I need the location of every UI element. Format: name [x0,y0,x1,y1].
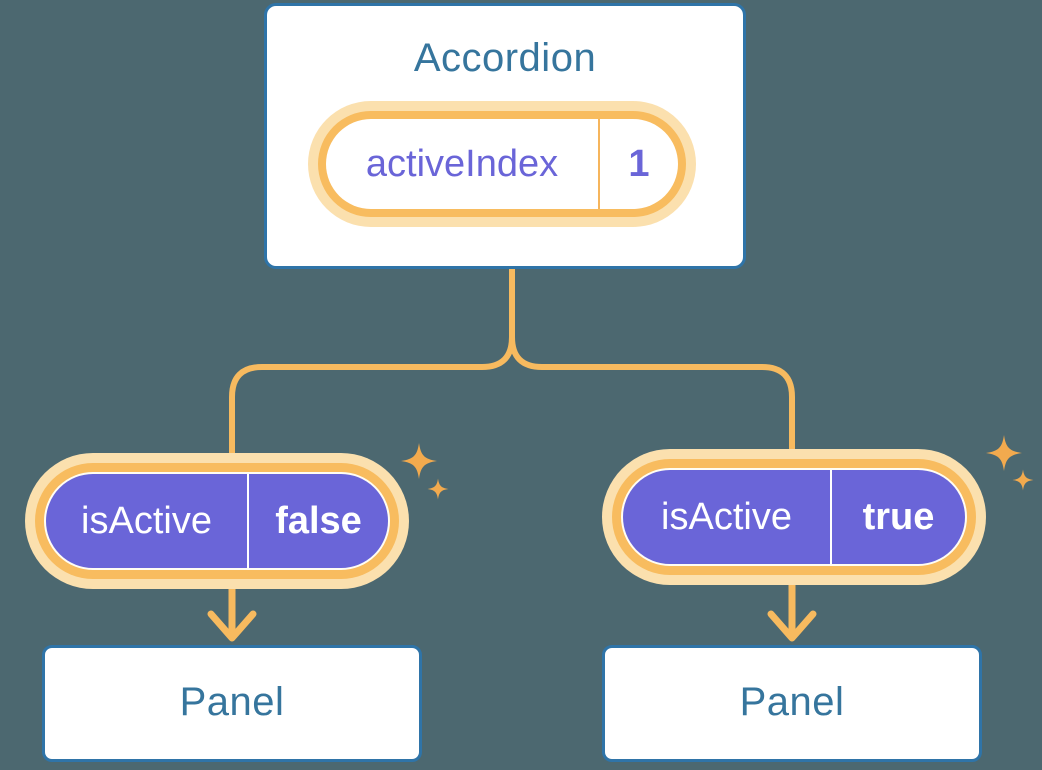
arrow-head-left [207,610,257,642]
state-pill-value: 1 [628,142,650,185]
panel-left-title: Panel [179,680,285,724]
panel-card-left: Panel [42,645,422,762]
sparkle-icon [1012,469,1034,491]
tree-connector-right [509,268,795,462]
accordion-title: Accordion [413,36,597,80]
state-pill-divider [598,119,600,209]
panel-right-title: Panel [739,680,845,724]
sparkle-icon [401,443,437,479]
prop-pill-left-value: false [275,499,362,542]
prop-pill-right-label: isActive [661,495,792,538]
arrow-head-right [767,610,817,642]
prop-pill-left-label: isActive [81,499,212,542]
prop-pill-right-divider [830,470,832,564]
panel-card-right: Panel [602,645,982,762]
prop-pill-right-value: true [862,495,935,538]
prop-pill-left: isActive false [44,472,390,570]
state-pill: activeIndex 1 [326,119,678,209]
sparkle-icon [427,478,449,500]
tree-connector-left [229,268,515,462]
sparkle-icon [986,435,1022,471]
state-pill-label: activeIndex [365,142,559,185]
prop-pill-left-divider [247,474,249,568]
prop-pill-right: isActive true [621,468,967,566]
